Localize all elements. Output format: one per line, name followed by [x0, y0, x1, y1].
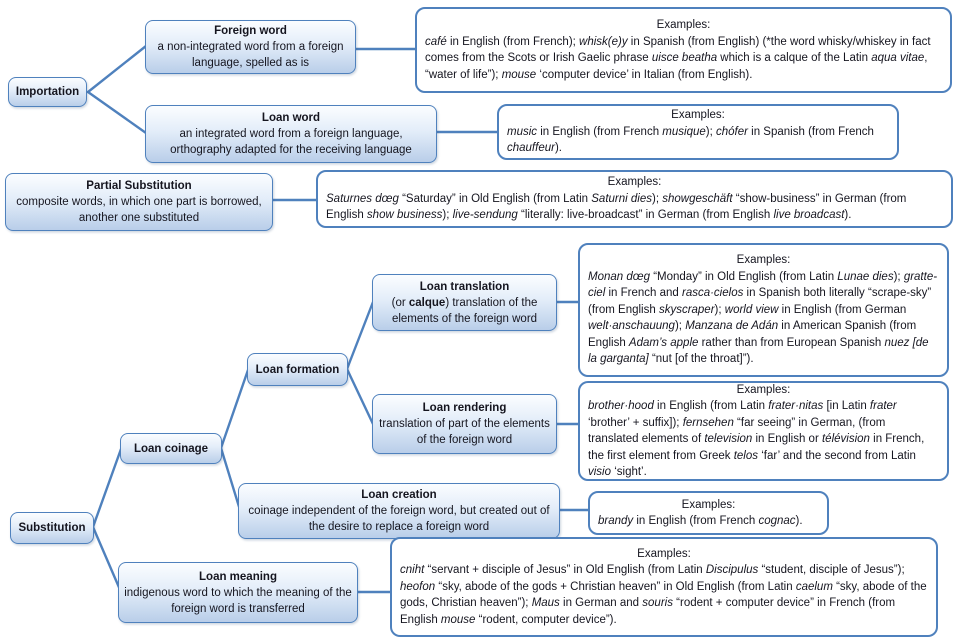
connector-loan-formation-loan-rendering	[345, 367, 375, 426]
examples-header: Examples:	[736, 383, 791, 396]
examples-loan-rendering: Examples: brother·hood in English (from …	[578, 381, 949, 481]
connector-importation-loan-word	[86, 90, 148, 135]
node-title: Loan rendering	[422, 402, 507, 414]
node-description: a non-integrated word from a foreign lan…	[157, 41, 344, 69]
node-title: Loan formation	[255, 363, 340, 376]
connector-loan-coinage-loan-creation	[219, 446, 242, 512]
examples-foreign-word: Examples: café in English (from French);…	[415, 7, 952, 93]
node-loan-creation: Loan creation coinage independent of the…	[238, 483, 560, 539]
examples-body: café in English (from French); whisk(e)y…	[425, 35, 931, 81]
examples-loan-word: Examples: music in English (from French …	[497, 104, 899, 160]
node-title: Loan creation	[361, 489, 437, 501]
node-substitution: Substitution	[10, 512, 94, 544]
node-loan-formation: Loan formation	[247, 353, 348, 386]
examples-partial-substitution: Examples: Saturnes dœg “Saturday” in Old…	[316, 170, 953, 228]
examples-loan-translation: Examples: Monan dœg “Monday” in Old Engl…	[578, 243, 949, 377]
examples-body: music in English (from French musique); …	[507, 125, 874, 155]
node-description: coinage independent of the foreign word,…	[248, 505, 550, 533]
examples-body: cniht “servant + disciple of Jesus” in O…	[400, 564, 927, 626]
connector-loan-formation-loan-translation	[345, 300, 375, 371]
node-loan-meaning: Loan meaning indigenous word to which th…	[118, 562, 358, 623]
connector-loan-coinage-loan-formation	[219, 368, 250, 450]
node-title: Loan coinage	[133, 442, 209, 455]
node-importation: Importation	[8, 77, 87, 107]
node-partial-substitution: Partial Substitution composite words, in…	[5, 173, 273, 231]
node-foreign-word: Foreign word a non-integrated word from …	[145, 20, 356, 74]
examples-body: brother·hood in English (from Latin frat…	[588, 400, 925, 478]
node-description: (or calque) translation of the elements …	[391, 296, 538, 325]
examples-body: Monan dœg “Monday” in Old English (from …	[588, 270, 938, 366]
node-loan-rendering: Loan rendering translation of part of th…	[372, 394, 557, 454]
node-title: Foreign word	[214, 25, 287, 37]
node-title: Partial Substitution	[86, 180, 192, 192]
examples-loan-creation: Examples: brandy in English (from French…	[588, 491, 829, 535]
node-title: Loan word	[261, 112, 321, 124]
node-description: translation of part of the elements of t…	[379, 418, 550, 446]
examples-header: Examples:	[736, 254, 791, 267]
examples-body: Saturnes dœg “Saturday” in Old English (…	[326, 192, 907, 222]
examples-header: Examples:	[671, 109, 725, 122]
connector-substitution-loan-meaning	[91, 525, 123, 594]
examples-header: Examples:	[681, 498, 736, 511]
node-title: Substitution	[18, 522, 86, 534]
node-title: Loan translation	[419, 280, 510, 293]
node-description: composite words, in which one part is bo…	[16, 196, 262, 224]
node-loan-translation: Loan translation (or calque) translation…	[372, 274, 557, 331]
node-description: indigenous word to which the meaning of …	[124, 586, 352, 615]
connector-importation-foreign-word	[86, 44, 148, 94]
node-title: Importation	[15, 86, 80, 98]
examples-header: Examples:	[637, 547, 691, 560]
node-description: an integrated word from a foreign langua…	[170, 128, 412, 156]
connector-substitution-loan-coinage	[91, 447, 123, 529]
examples-body: brandy in English (from French cognac).	[598, 515, 803, 527]
node-loan-coinage: Loan coinage	[120, 433, 222, 464]
node-title: Loan meaning	[199, 570, 277, 583]
examples-loan-meaning: Examples: cniht “servant + disciple of J…	[390, 537, 938, 637]
examples-header: Examples:	[607, 176, 662, 189]
node-loan-word: Loan word an integrated word from a fore…	[145, 105, 437, 163]
examples-header: Examples:	[656, 19, 711, 31]
